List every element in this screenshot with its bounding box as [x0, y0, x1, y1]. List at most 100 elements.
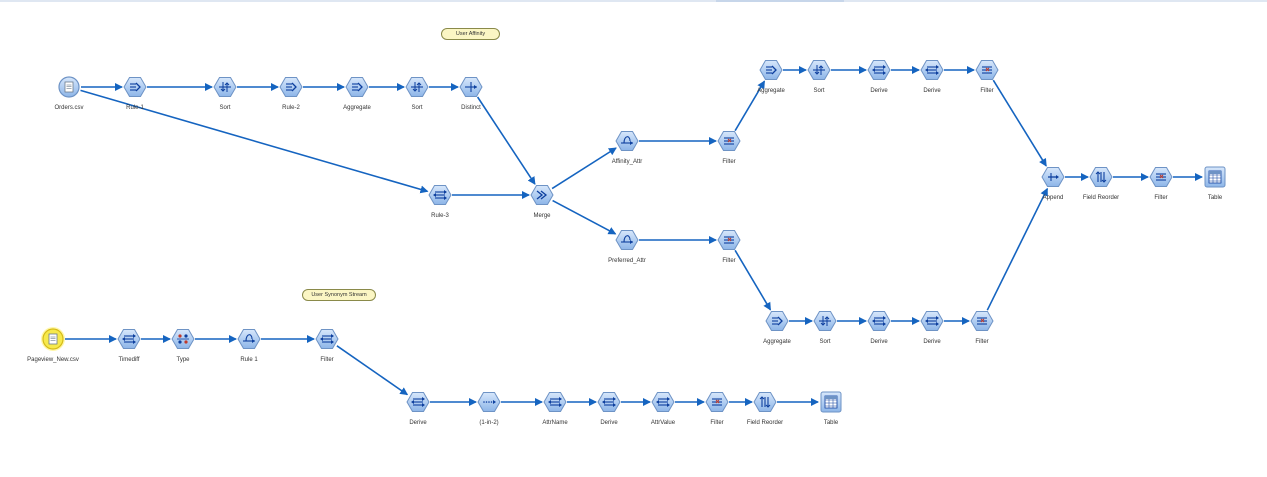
filter-icon [1149, 167, 1173, 187]
node-timediff[interactable]: Timediff [117, 329, 141, 364]
node-freorder2[interactable]: Field Reorder [747, 392, 783, 427]
node-affattr[interactable]: Affinity_Attr [612, 131, 643, 166]
file-source-icon [58, 76, 80, 98]
node-sortU[interactable]: Sort [807, 60, 831, 95]
node-der1U[interactable]: Derive [867, 60, 891, 95]
node-onein2[interactable]: (1-in-2) [477, 392, 501, 427]
node-agg1[interactable]: Aggregate [343, 77, 372, 112]
node-filtU[interactable]: Filter [975, 60, 999, 95]
node-filtS[interactable]: Filter [315, 329, 339, 364]
node-label-sortL: Sort [819, 339, 830, 345]
connector-orders-to-rule3[interactable] [80, 89, 429, 194]
node-table2[interactable]: Table [820, 391, 842, 426]
derive-icon [867, 60, 891, 80]
node-table1[interactable]: Table [1204, 166, 1226, 201]
derive-icon [117, 329, 141, 349]
node-label-filtB: Filter [722, 258, 735, 264]
node-der1L[interactable]: Derive [867, 311, 891, 346]
node-derS[interactable]: Derive [406, 392, 430, 427]
node-rule2[interactable]: Rule-2 [279, 77, 303, 112]
node-append[interactable]: Append [1041, 167, 1065, 202]
table-icon [820, 391, 842, 413]
merge-icon [530, 185, 554, 205]
node-label-freorder2: Field Reorder [747, 420, 783, 426]
node-type[interactable]: Type [171, 329, 195, 364]
comment-user-affinity[interactable]: User Affinity [441, 28, 500, 40]
file-source-icon [41, 327, 65, 351]
connector-merge-to-affattr[interactable] [551, 147, 617, 190]
node-label-der1U: Derive [870, 88, 888, 94]
node-label-attrvalue: AttrValue [651, 420, 676, 426]
filter-icon [975, 60, 999, 80]
distinct-icon [459, 77, 483, 97]
node-label-sort1: Sort [219, 105, 230, 111]
node-label-append: Append [1043, 195, 1064, 201]
field-reorder-icon [1089, 167, 1113, 187]
node-attrvalue[interactable]: AttrValue [651, 392, 676, 427]
derive-icon [920, 60, 944, 80]
connector-merge-to-prefattr[interactable] [552, 199, 617, 235]
node-sort2[interactable]: Sort [405, 77, 429, 112]
node-attrname[interactable]: AttrName [542, 392, 568, 427]
comment-user-synonym-stream[interactable]: User Synonym Stream [302, 289, 376, 301]
node-label-affattr: Affinity_Attr [612, 159, 643, 165]
sample-icon [477, 392, 501, 412]
connector-filtS-to-derS[interactable] [336, 345, 409, 396]
node-filtA[interactable]: Filter [717, 131, 741, 166]
derive-icon [315, 329, 339, 349]
node-label-distinct: Distinct [461, 105, 481, 111]
node-label-filtL: Filter [975, 339, 988, 345]
node-label-filtS: Filter [320, 357, 333, 363]
node-filtB[interactable]: Filter [717, 230, 741, 265]
aggregate-icon [345, 77, 369, 97]
derive-icon [867, 311, 891, 331]
node-orders[interactable]: Orders.csv [54, 76, 84, 111]
node-filtS2[interactable]: Filter [705, 392, 729, 427]
filter-icon [717, 131, 741, 151]
type-icon [171, 329, 195, 349]
node-label-derS: Derive [409, 420, 427, 426]
node-freorder1[interactable]: Field Reorder [1083, 167, 1119, 202]
node-der2U[interactable]: Derive [920, 60, 944, 95]
node-label-der2U: Derive [923, 88, 941, 94]
connector-filtB-to-aggL[interactable] [734, 249, 772, 311]
node-merge[interactable]: Merge [530, 185, 554, 220]
window-top-edge-left [0, 0, 716, 2]
connector-filtU-to-append[interactable] [992, 79, 1047, 167]
node-label-attrname: AttrName [542, 420, 568, 426]
node-aggU[interactable]: Aggregate [757, 60, 786, 95]
aggregate-icon [123, 77, 147, 97]
node-label-der2L: Derive [923, 339, 941, 345]
node-rule1b[interactable]: Rule 1 [237, 329, 261, 364]
node-label-sortU: Sort [813, 88, 824, 94]
connector-distinct-to-merge[interactable] [476, 96, 536, 185]
node-label-sort2: Sort [411, 105, 422, 111]
node-label-timediff: Timediff [118, 357, 139, 363]
node-filt1[interactable]: Filter [1149, 167, 1173, 202]
aggregate-icon [759, 60, 783, 80]
connector-filtL-to-append[interactable] [986, 187, 1049, 311]
node-sort1[interactable]: Sort [213, 77, 237, 112]
node-rule1a[interactable]: Rule-1 [123, 77, 147, 112]
node-sortL[interactable]: Sort [813, 311, 837, 346]
node-filtL[interactable]: Filter [970, 311, 994, 346]
node-label-merge: Merge [533, 213, 551, 219]
filter-icon [970, 311, 994, 331]
filter-icon [717, 230, 741, 250]
node-derS2[interactable]: Derive [597, 392, 621, 427]
node-prefattr[interactable]: Preferred_Attr [608, 230, 646, 265]
node-label-filt1: Filter [1154, 195, 1167, 201]
node-pageview[interactable]: Pageview_New.csv [27, 327, 79, 363]
node-rule3[interactable]: Rule-3 [428, 185, 452, 220]
node-aggL[interactable]: Aggregate [763, 311, 792, 346]
node-der2L[interactable]: Derive [920, 311, 944, 346]
sort-icon [813, 311, 837, 331]
node-label-pageview: Pageview_New.csv [27, 357, 79, 363]
node-label-table1: Table [1208, 195, 1223, 201]
node-label-rule1b: Rule 1 [240, 357, 258, 363]
connector-filtA-to-aggU[interactable] [734, 80, 766, 132]
node-label-rule3: Rule-3 [431, 213, 449, 219]
node-distinct[interactable]: Distinct [459, 77, 483, 112]
